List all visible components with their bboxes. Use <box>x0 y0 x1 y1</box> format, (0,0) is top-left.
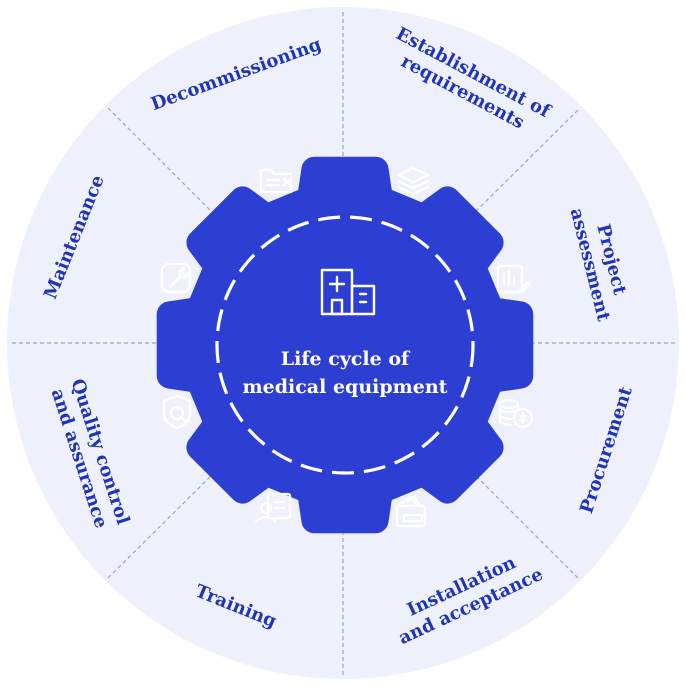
center-title-line2: medical equipment <box>243 376 448 398</box>
folder-remove-icon <box>259 168 293 194</box>
chart-document-icon <box>496 264 532 294</box>
hospital-icon <box>320 268 376 316</box>
shield-check-icon <box>162 394 192 430</box>
trainee-icon <box>254 492 292 524</box>
coins-icon <box>498 398 534 429</box>
inner-dashed-circle <box>215 215 475 475</box>
wrench-icon <box>160 262 192 294</box>
divider-bottom-right <box>461 461 579 579</box>
layers-icon <box>396 166 430 196</box>
sector-dividers <box>12 12 675 675</box>
divider-top-right <box>461 109 579 226</box>
center-title-line1: Life cycle of <box>281 348 411 370</box>
wallet-icon <box>395 495 427 528</box>
gear-shape <box>156 156 534 534</box>
